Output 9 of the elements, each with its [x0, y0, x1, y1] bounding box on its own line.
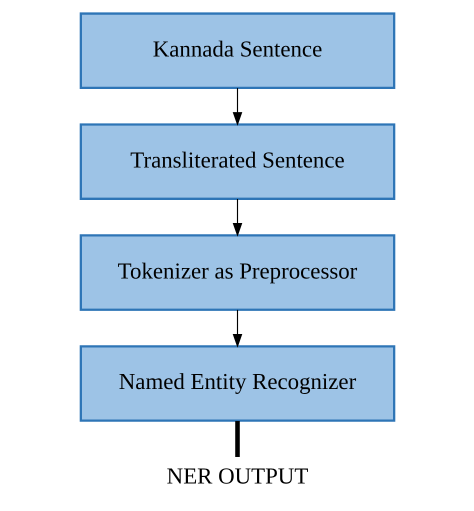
node-box: Named Entity Recognizer: [79, 344, 395, 422]
arrow: [232, 88, 242, 126]
arrow: [232, 198, 242, 236]
connector: [234, 420, 240, 456]
node-box: Transliterated Sentence: [79, 122, 395, 200]
node-box: Tokenizer as Preprocessor: [79, 234, 395, 310]
node-text: NER OUTPUT: [166, 463, 308, 488]
node-box: Kannada Sentence: [79, 12, 395, 89]
arrow: [232, 309, 242, 348]
